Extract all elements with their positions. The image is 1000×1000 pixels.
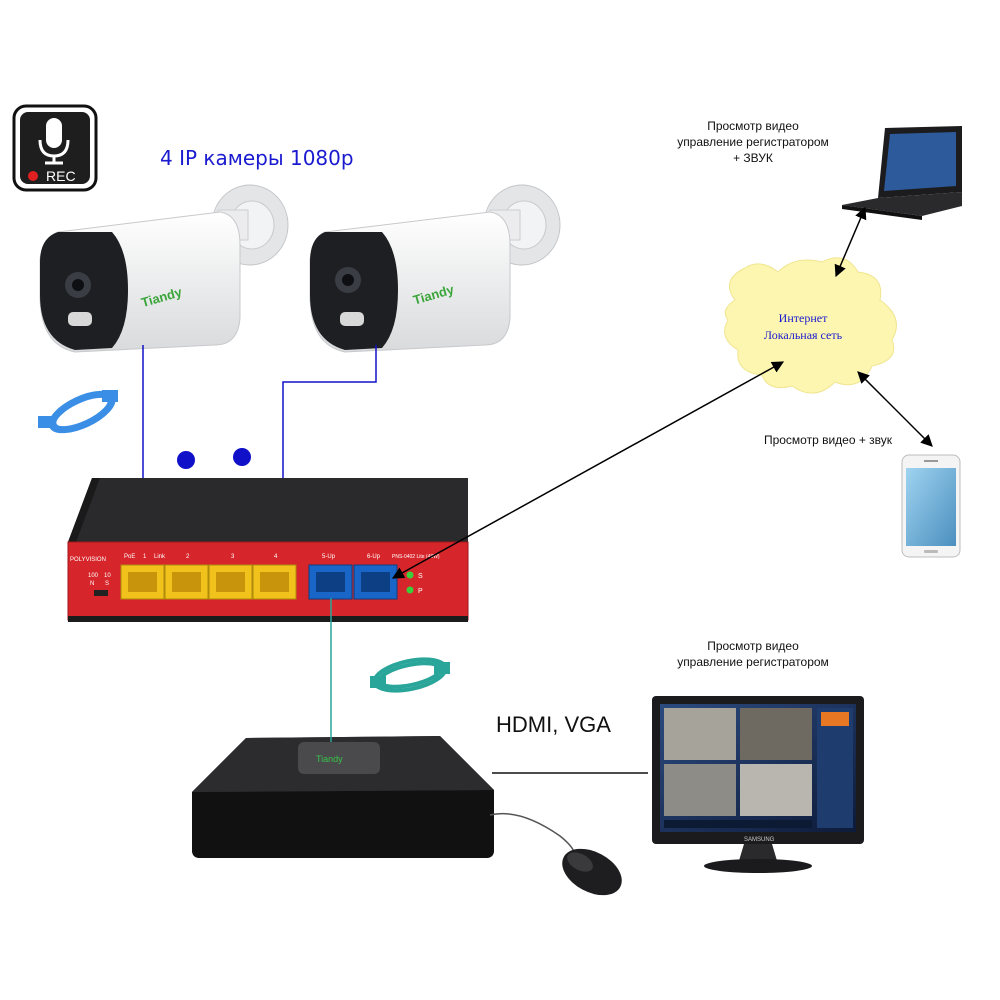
diagram-title: 4 IP камеры 1080p <box>160 146 354 170</box>
cloud-label-line: Интернет <box>778 311 828 325</box>
monitor: SAMSUNG <box>652 696 864 873</box>
video-tile[interactable] <box>664 708 736 760</box>
ethernet-port-yellow[interactable] <box>252 564 297 600</box>
internet-cloud <box>724 257 897 394</box>
laptop-caption: Просмотр видео управление регистратором … <box>648 118 858 166</box>
switch-port-label: 1 <box>143 554 147 560</box>
led-label: P <box>418 588 423 595</box>
arrow-cloud-phone <box>857 371 933 447</box>
ethernet-port-yellow[interactable] <box>120 564 165 600</box>
arrow-switch-cloud <box>391 361 785 579</box>
switch-port-label: 5-Up <box>322 554 336 560</box>
switch-port-label: 3 <box>231 554 235 560</box>
microphone-icon <box>38 118 70 165</box>
caption-line: Просмотр видео <box>707 639 799 653</box>
status-led <box>406 586 414 594</box>
ethernet-port-blue[interactable] <box>353 564 398 600</box>
led-label: S <box>418 573 423 580</box>
smartphone <box>901 454 961 558</box>
switch-speed-label: N <box>90 581 94 587</box>
switch-speed-label: 100 <box>88 573 99 579</box>
switch-speed-label: S <box>105 581 109 587</box>
monitor-brand-label: SAMSUNG <box>744 837 775 843</box>
rec-microphone-badge: REC <box>12 104 98 192</box>
video-tile[interactable] <box>740 708 812 760</box>
caption-line: управление регистратором <box>677 655 829 669</box>
monitor-caption: Просмотр видео управление регистратором <box>648 638 858 670</box>
switch-port-label: 6-Up <box>367 554 381 560</box>
hdmi-vga-label: HDMI, VGA <box>496 712 611 737</box>
switch-model-label: PNS-0402 Lite (48W) <box>392 554 440 560</box>
video-tile[interactable] <box>740 764 812 816</box>
switch-dip-toggle[interactable] <box>94 590 108 596</box>
laptop <box>842 126 962 220</box>
switch-link-label: Link <box>154 554 166 560</box>
cloud-label: Интернет Локальная сеть <box>738 310 868 344</box>
video-tile[interactable] <box>664 764 736 816</box>
switch-port-label: 4 <box>274 554 278 560</box>
caption-line: + ЗВУК <box>733 151 773 165</box>
poe-switch: POLYVISION PoE Link 1 2 3 4 5-Up 6-Up PN… <box>67 478 469 622</box>
caption-line: Просмотр видео <box>707 119 799 133</box>
ip-camera-1: Tiandy <box>39 184 289 353</box>
ethernet-port-yellow[interactable] <box>208 564 253 600</box>
nvr-recorder: Tiandy <box>192 736 494 858</box>
switch-poe-label: PoE <box>124 554 135 560</box>
extra-camera-dot <box>177 451 195 469</box>
record-dot-icon <box>28 171 38 181</box>
ethernet-cable-coil-green-icon <box>370 657 450 693</box>
ip-camera-2: Tiandy <box>309 184 561 353</box>
ethernet-port-blue[interactable] <box>308 564 353 600</box>
caption-line: управление регистратором <box>677 135 829 149</box>
ethernet-cable-coil-blue-icon <box>38 390 118 434</box>
phone-caption: Просмотр видео + звук <box>763 433 893 447</box>
rec-text: REC <box>46 168 76 184</box>
switch-port-label: 2 <box>186 554 190 560</box>
extra-camera-dot <box>233 448 251 466</box>
cloud-label-line: Локальная сеть <box>763 328 843 342</box>
ethernet-port-yellow[interactable] <box>164 564 209 600</box>
mouse-icon[interactable] <box>489 812 630 905</box>
nvr-brand-label: Tiandy <box>316 754 343 764</box>
status-led <box>406 571 414 579</box>
arrow-laptop-cloud <box>834 206 867 278</box>
switch-speed-label: 10 <box>104 573 111 579</box>
switch-brand-label: POLYVISION <box>70 557 106 563</box>
